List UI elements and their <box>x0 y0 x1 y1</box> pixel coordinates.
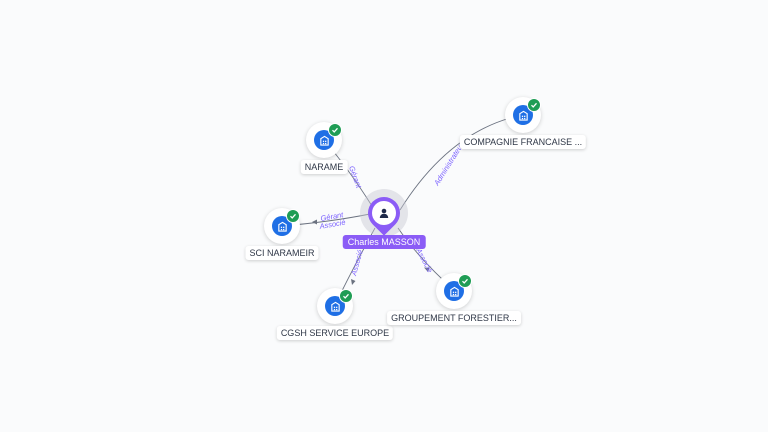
edge-label-narame: Gérant <box>347 165 364 190</box>
building-icon <box>518 110 528 121</box>
edge-label-groupement: Associé <box>414 246 435 274</box>
edge-label-sci-1: Gérant <box>320 210 345 223</box>
verified-check-icon <box>286 209 300 223</box>
edge-arrow-cgsh <box>351 279 356 285</box>
edge-label-cgsh: Associé <box>349 249 365 278</box>
person-icon <box>379 208 389 218</box>
building-icon <box>449 286 459 297</box>
edge-arrow-sci <box>312 219 317 225</box>
company-label[interactable]: COMPAGNIE FRANCAISE ... <box>459 135 587 149</box>
company-label[interactable]: SCI NARAMEIR <box>245 246 319 260</box>
verified-check-icon <box>458 274 472 288</box>
verified-check-icon <box>527 98 541 112</box>
building-icon <box>319 135 329 146</box>
company-label[interactable]: GROUPEMENT FORESTIER... <box>387 311 521 325</box>
company-label[interactable]: CGSH SERVICE EUROPE <box>276 326 394 340</box>
person-name-label[interactable]: Charles MASSON <box>342 235 426 249</box>
edge-compagnie <box>399 114 523 211</box>
verified-check-icon <box>339 289 353 303</box>
building-icon <box>277 221 287 232</box>
company-label[interactable]: NARAME <box>300 160 348 174</box>
edge-arrow-groupement <box>424 267 430 272</box>
verified-check-icon <box>328 123 342 137</box>
building-icon <box>330 301 340 312</box>
